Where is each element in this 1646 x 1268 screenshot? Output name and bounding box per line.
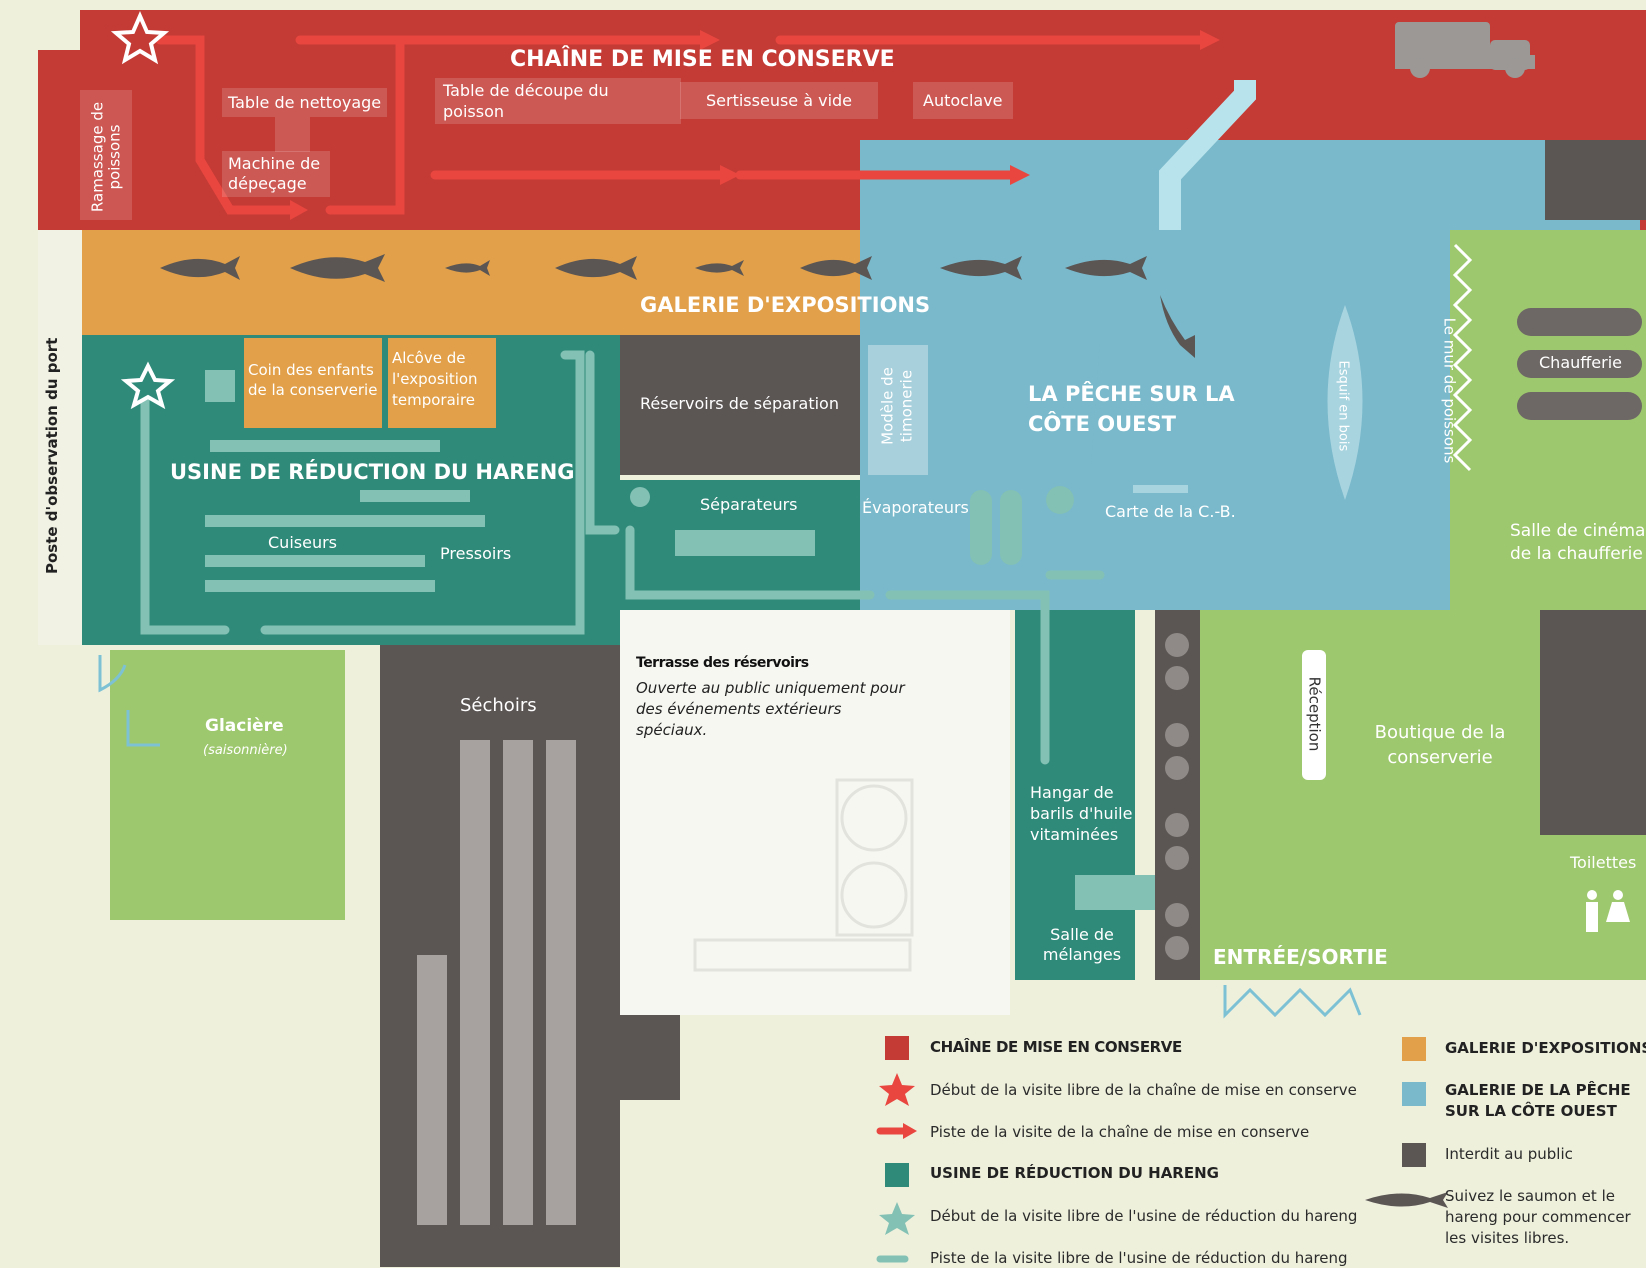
shop-zone xyxy=(1200,610,1540,980)
legend-gallery: GALERIE D'EXPOSITIONS xyxy=(1445,1039,1646,1057)
wooden-boat-shape xyxy=(1327,305,1363,500)
mixing-room-label: Salle de mélanges xyxy=(1042,925,1122,964)
toilets-icon xyxy=(1586,890,1630,932)
boiler-room-label: Chaufferie xyxy=(1539,353,1622,372)
ice-house-zone xyxy=(110,650,345,920)
reduction-start-star-icon xyxy=(120,361,176,410)
butchering-machine-label: Machine de dépeçage xyxy=(222,151,330,197)
canning-title: CHAÎNE DE MISE EN CONSERVE xyxy=(510,47,895,72)
fish-collection-label: Ramassage de poissons xyxy=(88,101,124,213)
temp-alcove-label: Alcôve de l'exposition temporaire xyxy=(388,338,496,428)
separators-label: Séparateurs xyxy=(700,495,798,514)
port-observation-label: Poste d'observation du port xyxy=(43,337,61,574)
cleaning-table-label: Table de nettoyage xyxy=(222,88,388,117)
gallery-title: GALERIE D'EXPOSITIONS xyxy=(640,293,931,317)
bc-map-label: Carte de la C.-B. xyxy=(1105,502,1236,521)
cookers-label: Cuiseurs xyxy=(268,533,337,552)
evaporators-label: Évaporateurs xyxy=(862,498,969,517)
oil-shed-label: Hangar de barils d'huile vitaminées xyxy=(1030,783,1133,844)
dryers-label: Séchoirs xyxy=(460,695,537,716)
legend-canning-start: Début de la visite libre de la chaîne de… xyxy=(930,1081,1357,1099)
legend-reduction-start: Début de la visite libre de l'usine de r… xyxy=(930,1207,1358,1225)
entrance-exit-label: ENTRÉE/SORTIE xyxy=(1213,945,1388,969)
fishing-title: LA PÊCHE SUR LA CÔTE OUEST xyxy=(1028,382,1235,436)
autoclave-label: Autoclave xyxy=(913,82,1013,119)
legend-reduction-path: Piste de la visite libre de l'usine de r… xyxy=(930,1249,1348,1267)
legend-fishing: GALERIE DE LA PÊCHE SUR LA CÔTE OUEST xyxy=(1445,1081,1631,1120)
legend-reduction: USINE DE RÉDUCTION DU HARENG xyxy=(930,1164,1219,1182)
cutting-table-label: Table de découpe du poisson xyxy=(435,78,681,124)
separation-tanks-label: Réservoirs de séparation xyxy=(640,394,839,413)
reduction-title: USINE DE RÉDUCTION DU HARENG xyxy=(170,460,575,484)
wooden-boat-label: Esquif en bois xyxy=(1335,360,1351,452)
fish-wall-label: Le mur de poissons xyxy=(1440,317,1459,464)
legend-canning: CHAÎNE DE MISE EN CONSERVE xyxy=(930,1038,1182,1056)
toilets-label: Toilettes xyxy=(1570,853,1637,872)
cinema-label: Salle de cinéma de la chaufferie xyxy=(1510,521,1646,564)
shop-label: Boutique de la conserverie xyxy=(1374,722,1506,768)
ice-house-note: (saisonnière) xyxy=(203,743,288,758)
terrace-zone xyxy=(620,610,1010,1015)
kids-corner-label: Coin des enfants de la conserverie xyxy=(244,338,382,428)
wheelhouse-model: Modèle de timonerie xyxy=(878,367,916,445)
separation-tanks-block xyxy=(620,335,860,475)
legend-follow-fish: Suivez le saumon et le hareng pour comme… xyxy=(1445,1187,1631,1247)
fish-collection-area: Ramassage de poissons xyxy=(80,90,132,220)
presses-label: Pressoirs xyxy=(440,544,512,563)
fish-trail xyxy=(160,254,1195,358)
terrace-note: Ouverte au public uniquement pour des év… xyxy=(636,679,905,739)
reception-desk: Réception xyxy=(1302,650,1326,780)
ice-house-label: Glacière xyxy=(205,716,284,736)
terrace-title: Terrasse des réservoirs xyxy=(636,655,809,671)
canning-start-star-icon xyxy=(110,11,170,65)
legend-canning-path: Piste de la visite de la chaîne de mise … xyxy=(930,1123,1310,1141)
legend-restricted: Interdit au public xyxy=(1445,1145,1573,1163)
vacuum-sealer-label: Sertisseuse à vide xyxy=(680,82,879,119)
truck-icon xyxy=(1395,22,1535,78)
